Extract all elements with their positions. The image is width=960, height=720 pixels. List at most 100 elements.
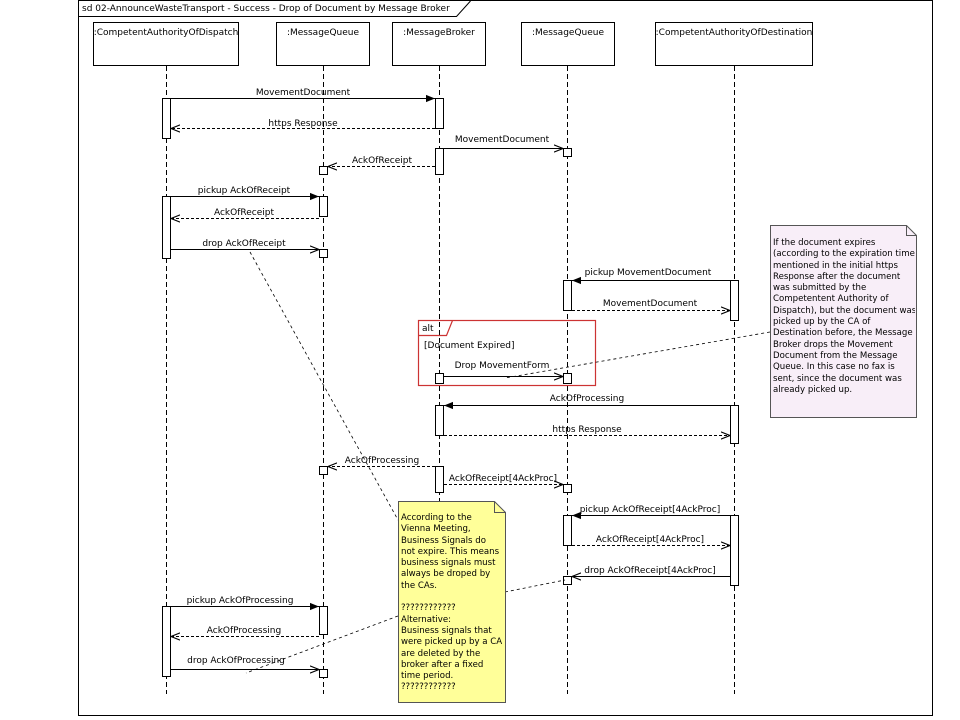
activation-bar — [435, 98, 444, 129]
note-line: the CAs. — [401, 580, 437, 591]
note-line: Document from the Message — [773, 350, 898, 361]
note-business-signals-fold — [494, 501, 506, 513]
note-line: ???????????? — [401, 682, 456, 693]
lifeline-queue-left-label: :MessageQueue — [287, 28, 360, 38]
message-label: AckOfReceipt[4AckProc] — [449, 474, 557, 484]
message-label: pickup AckOfProcessing — [187, 596, 294, 606]
message-label: AckOfProcessing — [207, 626, 281, 636]
note-line: time period. — [401, 671, 454, 682]
activation-bar — [563, 484, 572, 493]
lifeline-destination-head — [655, 22, 813, 66]
note-line: picked up by the CA of — [773, 317, 871, 328]
message-label: AckOfProcessing — [550, 394, 624, 404]
message-label: drop AckOfReceipt[4AckProc] — [584, 566, 715, 576]
note-line: Destination before, the Message — [773, 328, 913, 339]
message-label: Drop MovementForm — [455, 361, 550, 371]
note-line: were picked up by a CA — [401, 637, 503, 648]
note-expiry-text: If the document expires(according to the… — [773, 238, 915, 396]
activation-bar — [435, 373, 444, 384]
message-arrows — [171, 94, 730, 670]
lifeline-broker: :MessageBroker — [392, 22, 486, 694]
message-label: drop AckOfReceipt — [202, 239, 286, 249]
alt-fragment: alt [Document Expired] — [417, 319, 597, 387]
note-line: Business signals that — [401, 625, 492, 636]
note-expiry: If the document expires(according to the… — [770, 225, 917, 418]
lifeline-destination-label: :CompetentAuthorityOfDestination — [656, 28, 813, 38]
activation-bar — [162, 196, 171, 259]
activation-bar — [730, 405, 739, 444]
note-line: ???????????? — [401, 603, 456, 614]
alt-operator: alt — [422, 324, 434, 334]
note-line: was submitted by the — [773, 283, 867, 294]
note-line: Competentent Authority of — [773, 294, 889, 305]
activation-bar — [319, 466, 328, 475]
message-label: AckOfReceipt[4AckProc] — [596, 535, 704, 545]
lifeline-queue-right-head — [521, 22, 615, 66]
activation-bar — [435, 148, 444, 175]
lifeline-dispatch-head — [93, 22, 239, 66]
alt-guard: [Document Expired] — [424, 341, 515, 351]
alt-fragment-tab — [418, 320, 454, 337]
diagram-frame — [78, 0, 933, 716]
note-expiry-body — [770, 225, 917, 418]
activation-bar — [319, 606, 328, 635]
note-line: According to the — [401, 513, 472, 523]
note-line: are deleted by the — [401, 648, 481, 659]
message-label: https Response — [268, 119, 338, 129]
lifeline-broker-label: :MessageBroker — [403, 28, 475, 38]
lifeline-dispatch-label: :CompetentAuthorityOfDispatch — [94, 28, 239, 38]
note-anchor-line — [504, 331, 771, 379]
note-line: Vienna Meeting, — [401, 524, 471, 535]
message-label: pickup MovementDocument — [585, 268, 712, 278]
message-label: AckOfReceipt — [352, 156, 412, 166]
activation-bar — [319, 166, 328, 175]
note-line: always be droped by — [401, 569, 491, 580]
activation-bar — [563, 515, 572, 546]
activation-bar — [730, 515, 739, 586]
note-line: Dispatch), but the document was — [773, 305, 915, 316]
lifeline-destination: :CompetentAuthorityOfDestination — [655, 22, 813, 694]
activation-bar — [563, 373, 572, 384]
message-label: pickup AckOfReceipt[4AckProc] — [580, 505, 721, 515]
note-business-signals-body — [398, 501, 506, 703]
note-line: If the document expires — [773, 238, 876, 248]
activation-bar — [162, 606, 171, 677]
note-line: Queue. In this case no fax is — [773, 362, 895, 373]
activation-bar — [162, 98, 171, 139]
note-line: Business Signals do — [401, 535, 486, 546]
note-line: Alternative: — [401, 614, 452, 625]
note-expiry-fold — [906, 225, 917, 236]
lifeline-queue-right-label: :MessageQueue — [532, 28, 605, 38]
message-label: MovementDocument — [603, 299, 698, 309]
note-line: mentioned in the initial https — [773, 260, 898, 271]
activation-bar — [563, 280, 572, 311]
diagram-title-tab — [78, 0, 471, 17]
diagram-title: sd 02-AnnounceWasteTransport - Success -… — [82, 4, 450, 14]
message-label: MovementDocument — [455, 135, 550, 145]
activation-bar — [563, 148, 572, 157]
note-line — [401, 592, 507, 603]
message-label: pickup AckOfReceipt — [198, 186, 291, 196]
message-label: AckOfProcessing — [345, 456, 419, 466]
activation-bar — [319, 669, 328, 678]
activation-bar — [319, 249, 328, 258]
activation-bar — [435, 466, 444, 493]
activation-bar — [730, 280, 739, 321]
lifeline-broker-head — [392, 22, 486, 66]
activation-bar — [319, 196, 328, 217]
activation-bar — [563, 576, 572, 585]
lifeline-queue-left-head — [276, 22, 370, 66]
message-labels: MovementDocument https Response Movement… — [187, 88, 721, 666]
note-line: Response after the document — [773, 271, 901, 282]
lifeline-dispatch: :CompetentAuthorityOfDispatch — [93, 22, 239, 694]
note-line: sent, since the document was — [773, 373, 902, 384]
note-line: not expire. This means — [401, 546, 500, 557]
message-label: MovementDocument — [256, 88, 351, 98]
note-line: Broker drops the Movement — [773, 339, 893, 350]
note-anchor-line — [504, 579, 566, 593]
note-anchors — [245, 251, 771, 674]
message-label: drop AckOfProcessing — [187, 656, 285, 666]
